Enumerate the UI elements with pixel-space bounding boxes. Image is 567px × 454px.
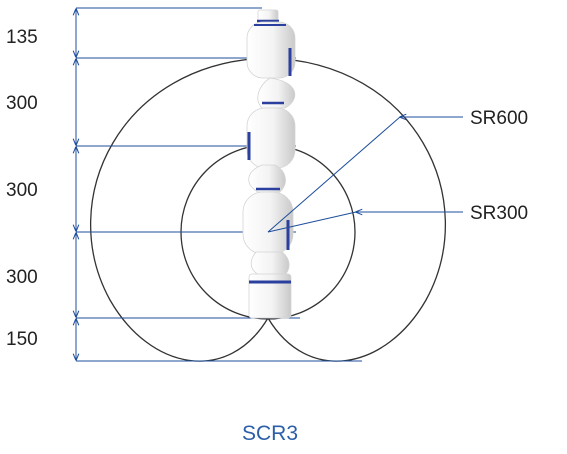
radius-line-outer — [267, 116, 401, 233]
dim-label-300-a: 300 — [6, 93, 38, 114]
callout-label-sr300: SR300 — [470, 203, 528, 224]
robot-link-upper — [257, 77, 296, 109]
robot-arm — [242, 9, 296, 319]
robot-base — [248, 273, 292, 319]
dim-label-135: 135 — [6, 27, 38, 48]
model-caption: SCR3 — [242, 422, 298, 445]
robot-link-middle — [248, 164, 286, 193]
callout-label-sr600: SR600 — [470, 108, 528, 129]
dim-label-150: 150 — [6, 329, 38, 350]
robot-elbow — [246, 107, 296, 169]
dim-label-300-c: 300 — [6, 267, 38, 288]
robot-shoulder — [242, 191, 294, 255]
robot-link-lower — [250, 251, 290, 277]
robot-wrist-3 — [246, 21, 296, 79]
dim-label-300-b: 300 — [6, 180, 38, 201]
radius-line-inner — [267, 211, 357, 233]
reference-lines — [76, 7, 362, 362]
